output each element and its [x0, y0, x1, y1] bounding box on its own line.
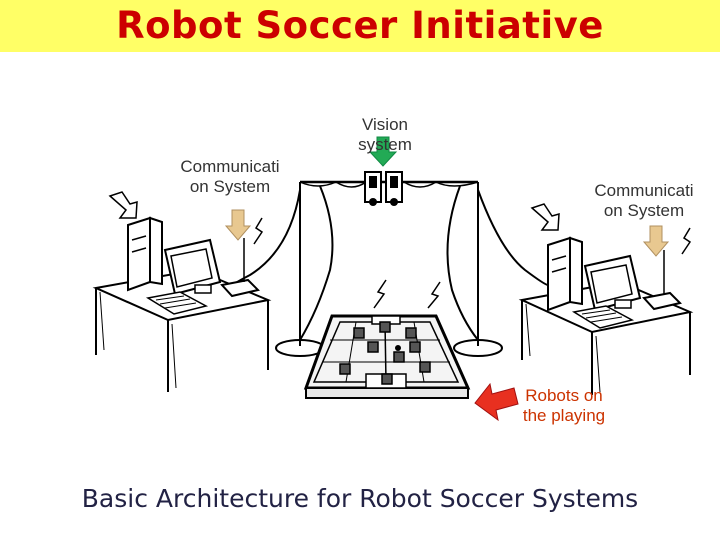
robot-icon: [393, 351, 405, 363]
right-comm-pointer-arrow: [642, 225, 670, 257]
comm-right-label: Communicati on System: [584, 181, 704, 221]
vision-pointer-arrow: [368, 136, 398, 167]
right-hollow-arrow: [530, 203, 560, 231]
slide-title: Robot Soccer Initiative: [116, 3, 604, 47]
right-workstation: [518, 236, 694, 395]
vision-camera-icon: [364, 171, 403, 206]
robot-icon: [405, 327, 417, 339]
camera-gantry: [275, 180, 503, 357]
robot-icon: [353, 327, 365, 339]
field-signal-icon-right: [427, 281, 441, 309]
robot-icon: [379, 321, 391, 333]
robots-label: Robots on the playing: [505, 386, 623, 426]
robots-line2: the playing: [522, 406, 606, 425]
diagram-caption: Basic Architecture for Robot Soccer Syst…: [81, 484, 639, 513]
robots-pointer-arrow: [474, 382, 519, 422]
vision-line1: Vision: [362, 115, 408, 134]
comm-right-line1: Communicati: [594, 181, 694, 200]
title-banner: Robot Soccer Initiative: [0, 0, 720, 52]
robot-icon: [339, 363, 351, 375]
left-comm-pointer-arrow: [224, 209, 252, 241]
robot-icon: [381, 373, 393, 385]
robot-icon: [419, 361, 431, 373]
left-signal-icon: [253, 217, 264, 245]
field-signal-icon-left: [373, 279, 387, 309]
comm-left-line2: on System: [189, 177, 271, 196]
vision-line2: system: [358, 135, 412, 154]
left-workstation: [92, 216, 272, 392]
robots-group: [339, 321, 431, 385]
robot-icon: [409, 341, 421, 353]
robots-line1: Robots on: [525, 386, 603, 405]
comm-left-label: Communicati on System: [170, 157, 290, 197]
cable-right: [477, 189, 549, 286]
right-signal-icon: [681, 227, 692, 255]
comm-left-line1: Communicati: [180, 157, 280, 176]
vision-label: Vision system: [340, 115, 430, 155]
comm-right-line2: on System: [603, 201, 685, 220]
robot-icon: [367, 341, 379, 353]
ball-icon: [395, 345, 401, 351]
left-hollow-arrow: [108, 191, 138, 219]
